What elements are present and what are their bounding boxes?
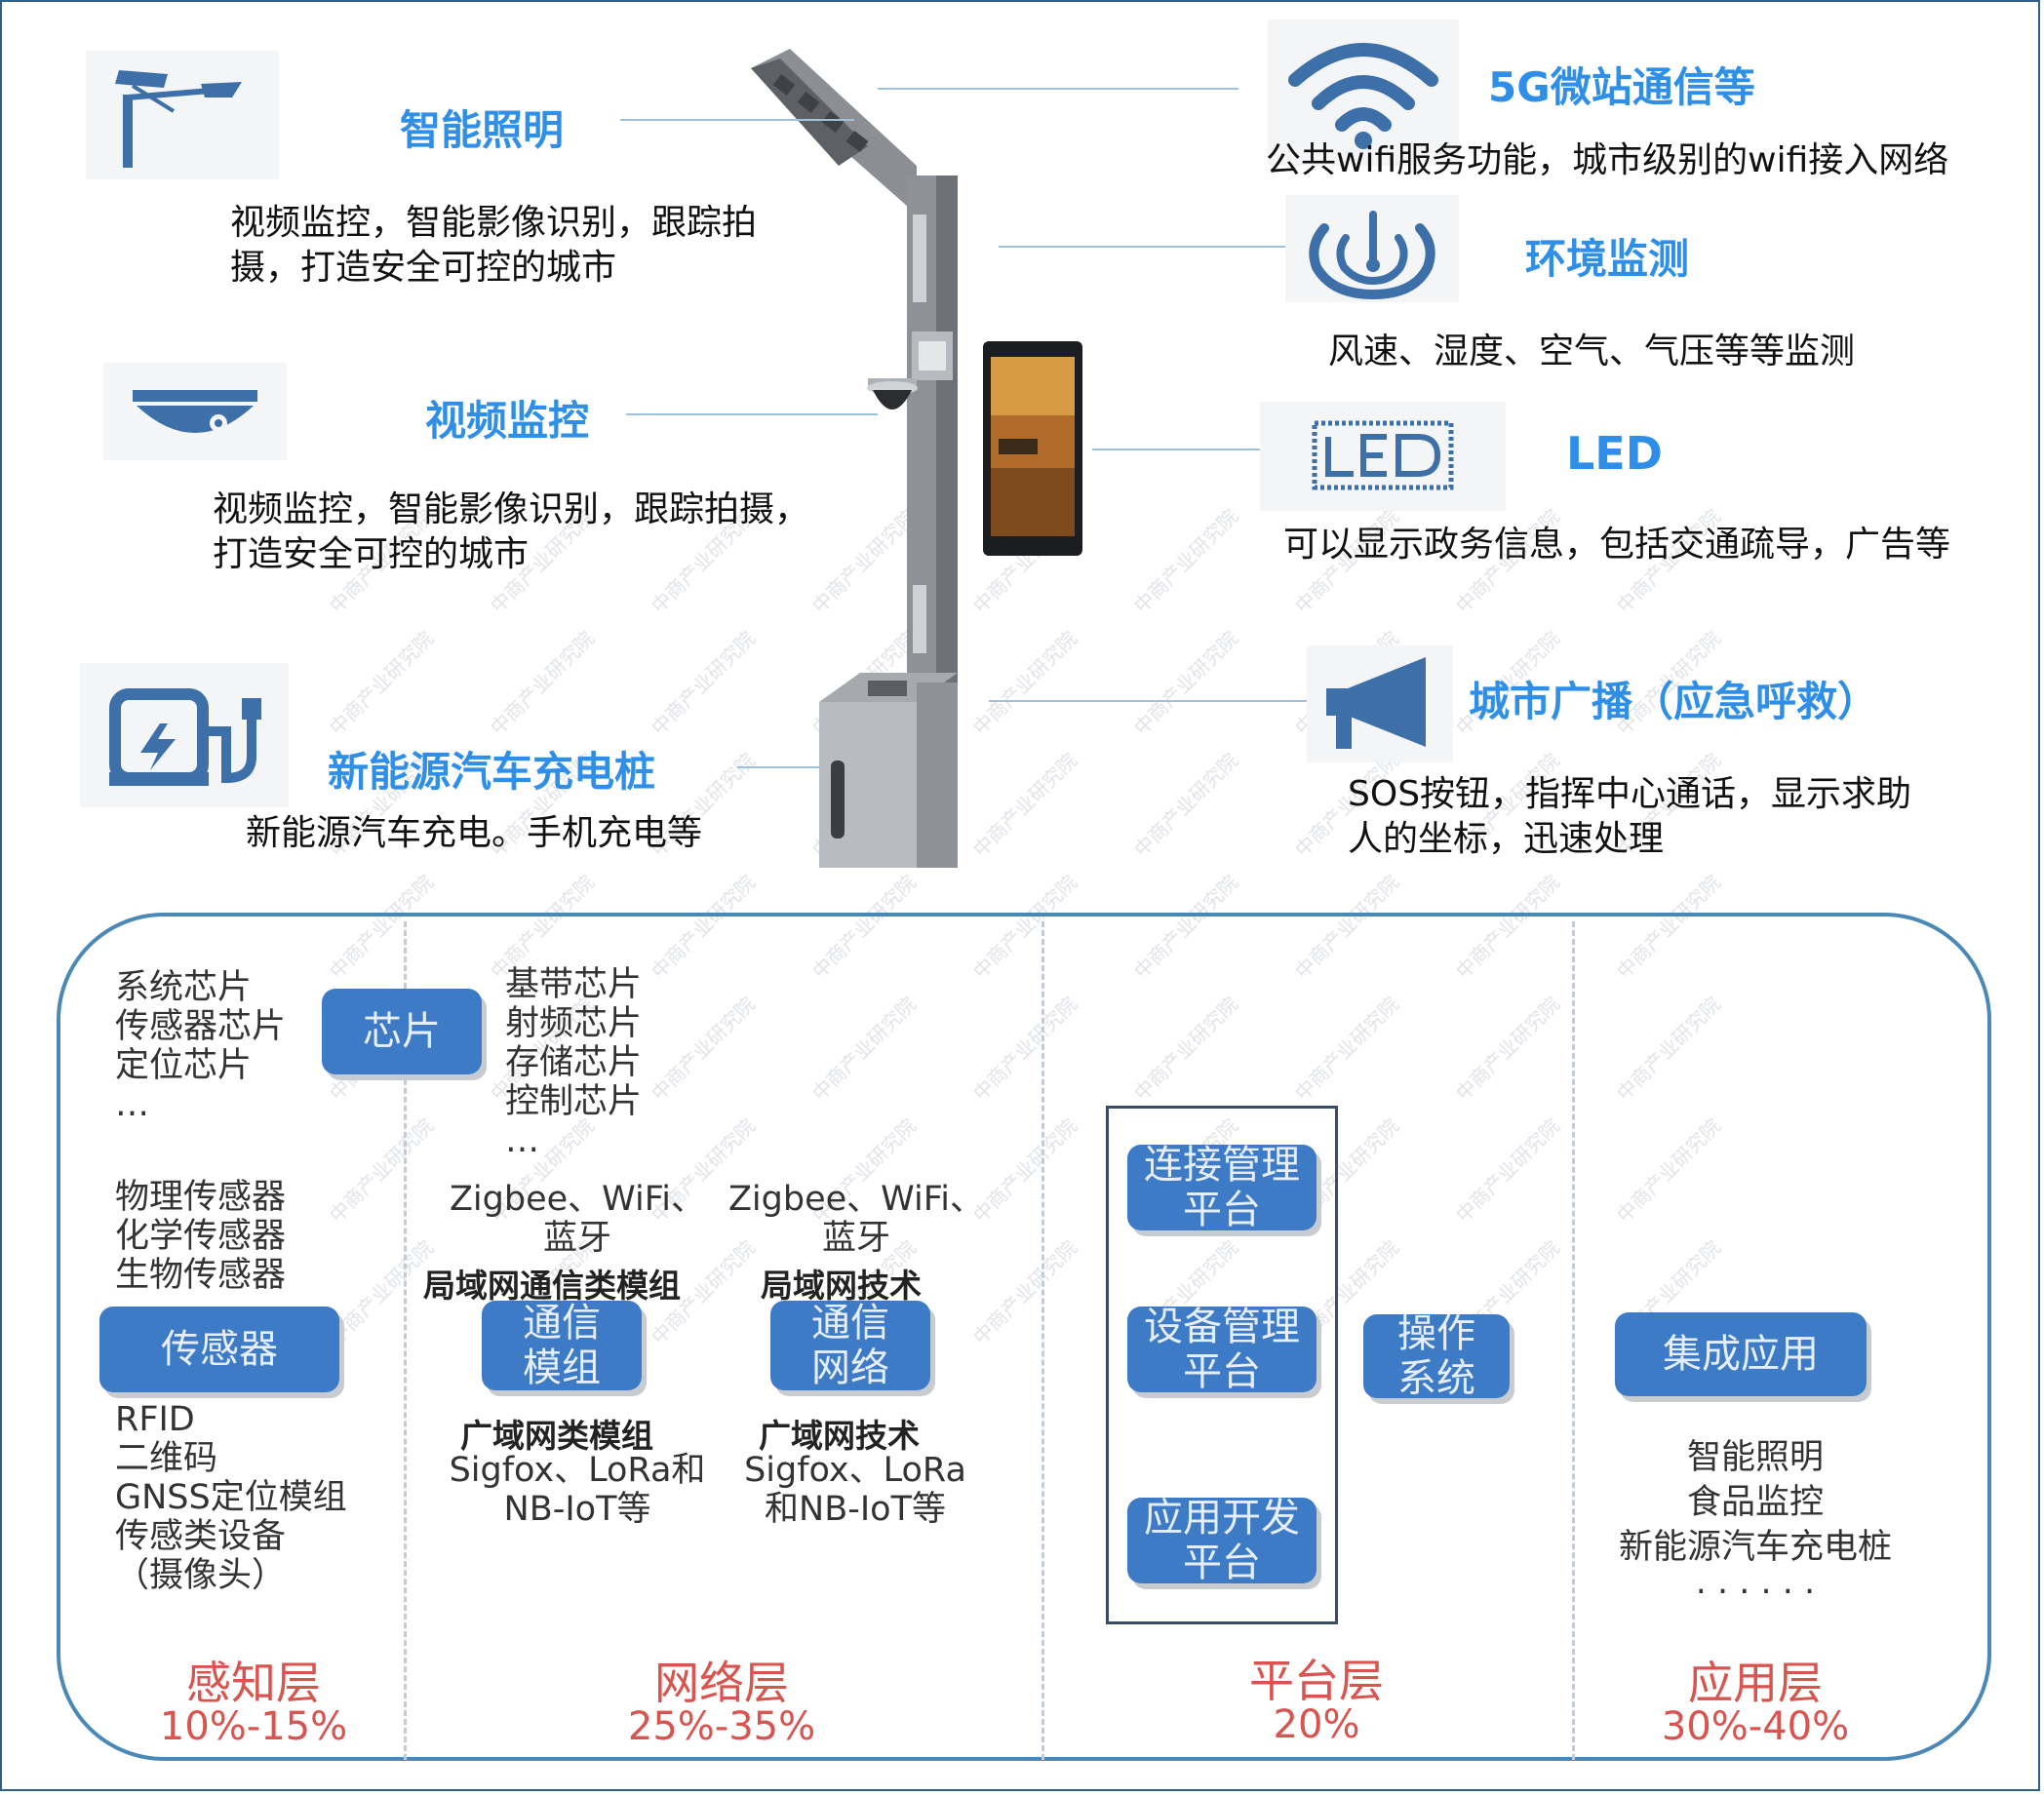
platform-layer-label: 平台层 bbox=[1249, 1655, 1384, 1707]
perception-device-list: RFID 二维码 GNSS定位模组 传感类设备 （摄像头） bbox=[115, 1400, 347, 1595]
charging-description: 新能源汽车充电。手机充电等 bbox=[246, 813, 703, 853]
dome-camera-icon bbox=[133, 390, 257, 433]
divider-perception-network bbox=[404, 921, 407, 1760]
broadcast-feature-icon bbox=[1307, 645, 1453, 762]
connection-management-platform-box: 连接管理 平台 bbox=[1127, 1143, 1317, 1232]
5g-feature-icon bbox=[1268, 20, 1459, 166]
led-title: LED bbox=[1566, 427, 1663, 480]
leader-line-environment bbox=[999, 246, 1287, 248]
video-feature-icon bbox=[103, 363, 287, 460]
industry-chain-panel bbox=[57, 913, 1991, 1761]
leader-line-5g bbox=[878, 88, 1238, 90]
lan-tech-label: 局域网技术 bbox=[761, 1267, 922, 1305]
lighting-feature-icon bbox=[86, 51, 279, 179]
network-layer-label: 网络层 bbox=[654, 1657, 789, 1709]
broadcast-title: 城市广播（应急呼救） bbox=[1469, 678, 1879, 725]
ev-charger-icon bbox=[109, 688, 261, 786]
wan-protocols-right: Sigfox、LoRa 和NB-IoT等 bbox=[744, 1451, 966, 1529]
lan-protocols-left: Zigbee、WiFi、 蓝牙 bbox=[449, 1180, 706, 1258]
5g-title: 5G微站通信等 bbox=[1488, 63, 1755, 111]
5g-description: 公共wifi服务功能，城市级别的wifi接入网络 bbox=[1266, 140, 1949, 180]
integrated-application-box: 集成应用 bbox=[1615, 1312, 1867, 1396]
leader-line-charging bbox=[737, 766, 821, 768]
wan-tech-label: 广域网技术 bbox=[759, 1417, 920, 1455]
application-layer-label: 应用层 bbox=[1688, 1657, 1823, 1709]
application-list: 智能照明 食品监控 新能源汽车充电桩 · · · · · · bbox=[1618, 1438, 1892, 1612]
perception-chip-list: 系统芯片 传感器芯片 定位芯片 … bbox=[115, 968, 287, 1124]
environment-title: 环境监测 bbox=[1525, 235, 1690, 283]
sensor-box: 传感器 bbox=[99, 1307, 339, 1392]
wan-module-label: 广域网类模组 bbox=[460, 1417, 653, 1455]
communication-module-box: 通信 模组 bbox=[482, 1301, 642, 1390]
led-display-icon bbox=[1312, 420, 1454, 490]
leader-line-video bbox=[626, 413, 878, 415]
application-layer-share: 30%-40% bbox=[1661, 1704, 1850, 1749]
application-development-platform-box: 应用开发 平台 bbox=[1127, 1496, 1317, 1585]
leader-line-led bbox=[1092, 449, 1264, 450]
environment-description: 风速、湿度、空气、气压等等监测 bbox=[1328, 332, 1856, 371]
divider-platform-application bbox=[1572, 921, 1575, 1760]
chip-box: 芯片 bbox=[322, 989, 482, 1074]
leader-line-lighting bbox=[620, 119, 854, 121]
smart-pole-illustration bbox=[751, 49, 1082, 868]
wifi-icon bbox=[1288, 43, 1438, 149]
lan-module-label: 局域网通信类模组 bbox=[423, 1267, 681, 1305]
video-description: 视频监控，智能影像识别，跟踪拍摄，打造安全可控的城市 bbox=[213, 489, 810, 574]
environment-feature-icon bbox=[1285, 195, 1459, 302]
device-management-platform-box: 设备管理 平台 bbox=[1127, 1305, 1317, 1394]
operating-system-box: 操作 系统 bbox=[1363, 1311, 1510, 1401]
lan-protocols-right: Zigbee、WiFi、 蓝牙 bbox=[727, 1180, 985, 1258]
sensor-list: 物理传感器 化学传感器 生物传感器 bbox=[115, 1178, 287, 1295]
platform-group-frame bbox=[1106, 1106, 1338, 1624]
network-layer-share: 25%-35% bbox=[627, 1704, 816, 1749]
communication-network-box: 通信 网络 bbox=[770, 1301, 930, 1390]
gauge-icon bbox=[1309, 211, 1435, 300]
megaphone-icon bbox=[1326, 657, 1426, 749]
leader-line-broadcast bbox=[989, 700, 1313, 702]
platform-layer-share: 20% bbox=[1273, 1702, 1360, 1747]
network-chip-list: 基带芯片 射频芯片 存储芯片 控制芯片 … bbox=[505, 965, 643, 1160]
broadcast-description: SOS按钮，指挥中心通话，显示求助人的坐标，迅速处理 bbox=[1348, 774, 1912, 859]
street-lamp-icon bbox=[115, 70, 242, 168]
divider-network-platform bbox=[1042, 921, 1044, 1760]
video-title: 视频监控 bbox=[425, 397, 590, 445]
charging-feature-icon bbox=[80, 663, 289, 807]
perception-layer-share: 10%-15% bbox=[159, 1704, 348, 1749]
led-feature-icon bbox=[1260, 402, 1506, 511]
charging-title: 新能源汽车充电桩 bbox=[328, 748, 656, 796]
perception-layer-label: 感知层 bbox=[186, 1657, 321, 1709]
led-description: 可以显示政务信息，包括交通疏导，广告等 bbox=[1283, 525, 1951, 565]
wan-protocols-left: Sigfox、LoRa和 NB-IoT等 bbox=[449, 1451, 706, 1529]
lighting-title: 智能照明 bbox=[400, 106, 565, 154]
lighting-description: 视频监控，智能影像识别，跟踪拍摄，打造安全可控的城市 bbox=[230, 203, 758, 288]
